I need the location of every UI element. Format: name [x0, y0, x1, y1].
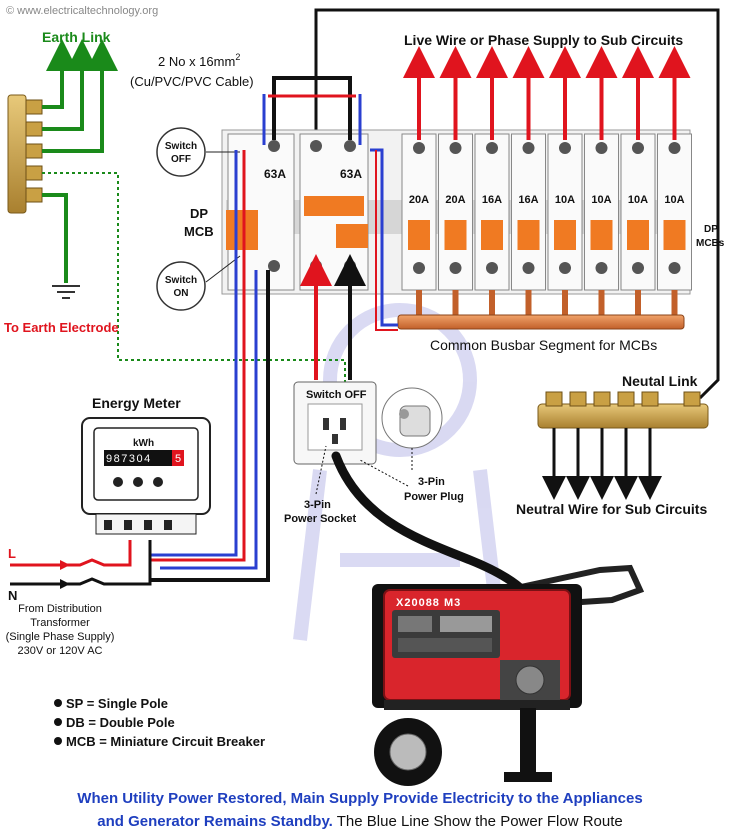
line-label-l: L	[8, 546, 16, 561]
earth-link-label: Earth Link	[42, 29, 111, 45]
dp-mcbs-label-line2: MCBs	[696, 238, 725, 249]
watermark-text: © www.electricaltechnology.org	[6, 5, 158, 17]
sub-mcb: 20A	[438, 133, 473, 291]
supply-lines	[10, 540, 152, 589]
switch-on-callout: Switch ON	[156, 255, 241, 311]
plug-label-line2: Power Plug	[404, 491, 464, 503]
earth-dotted-wire	[42, 172, 346, 395]
legend-item: MCB = Miniature Circuit Breaker	[54, 734, 265, 749]
sub-mcb-rating: 16A	[518, 194, 538, 206]
live-wire-title: Live Wire or Phase Supply to Sub Circuit…	[404, 32, 683, 48]
switch-on-text-2: ON	[174, 288, 189, 299]
neutral-wire-label: Neutral Wire for Sub Circuits	[516, 501, 707, 517]
dp-mcb-label-line1: DP	[190, 206, 208, 221]
sub-mcb-rating: 10A	[555, 194, 575, 206]
sub-mcb-rating: 20A	[445, 194, 465, 206]
portable-generator	[372, 564, 645, 786]
busbar-pin	[635, 290, 641, 316]
distribution-source-text: From Distribution Transformer (Single Ph…	[6, 603, 115, 657]
legend-text: SP = Single Pole	[66, 696, 168, 711]
generator-model-text: X20088 M3	[396, 597, 461, 609]
sub-mcb-rating: 20A	[409, 194, 429, 206]
switch-on-text-1: Switch	[165, 275, 197, 286]
legend-item: DB = Double Pole	[54, 715, 175, 730]
legend-text: DB = Double Pole	[66, 715, 175, 730]
plug-label-line1: 3-Pin	[418, 476, 445, 488]
caption-line-2: and Generator Remains Standby. The Blue …	[97, 813, 623, 830]
earth-link-wires	[42, 39, 118, 283]
sub-mcb: 10A	[584, 133, 619, 291]
busbar-pin	[452, 290, 459, 316]
sub-mcb: 10A	[657, 133, 692, 291]
neutral-sub-wires	[542, 428, 662, 500]
busbar-pin	[598, 290, 605, 316]
sub-mcb: 16A	[511, 133, 546, 291]
line-label-n: N	[8, 588, 17, 603]
earth-ground-symbol	[52, 285, 80, 299]
main-mcb-rating-2: 63A	[340, 167, 362, 181]
common-busbar	[397, 314, 685, 330]
dist-line-2: Transformer	[30, 617, 90, 629]
neutral-link-label: Neutal Link	[622, 373, 698, 389]
meter-to-mcb-wires	[150, 150, 270, 582]
dp-mcb-label-line2: MCB	[184, 224, 214, 239]
power-plug	[381, 387, 443, 449]
switch-off-text-2: OFF	[171, 154, 191, 165]
sub-mcb: 16A	[474, 133, 510, 291]
busbar-pin	[416, 290, 422, 316]
socket-label-line2: Power Socket	[284, 513, 356, 525]
switch-off-text-1: Switch	[165, 141, 197, 152]
sub-mcb: 10A	[620, 133, 656, 291]
dp-mcbs-label-line1: DP	[704, 224, 718, 235]
meter-reading-digits: 987304	[106, 453, 152, 465]
busbar-label: Common Busbar Segment for MCBs	[430, 337, 657, 353]
earth-electrode-label: To Earth Electrode	[4, 320, 119, 335]
caption-line-1: When Utility Power Restored, Main Supply…	[77, 790, 642, 807]
main-mcb-rating-1: 63A	[264, 167, 286, 181]
switch-off-socket-label: Switch OFF	[306, 389, 367, 401]
earth-link-terminal	[7, 94, 43, 214]
meter-kwh-unit: kWh	[133, 438, 154, 449]
busbar-pin	[489, 290, 495, 316]
dist-line-4: 230V or 120V AC	[17, 645, 102, 657]
sub-circuit-mcbs: 20A 20A 16A 16A 10A 10A 10A 10A	[401, 46, 692, 316]
cable-size-label: 2 No x 16mm2	[158, 52, 240, 69]
switch-off-callout: Switch OFF	[156, 127, 240, 177]
sub-mcb-rating: 10A	[664, 194, 684, 206]
sub-mcb-rating: 16A	[482, 194, 502, 206]
dist-line-3: (Single Phase Supply)	[6, 631, 115, 643]
sub-mcb: 20A	[401, 133, 437, 291]
cable-type-label: (Cu/PVC/PVC Cable)	[130, 74, 254, 89]
legend-text: MCB = Miniature Circuit Breaker	[66, 734, 265, 749]
meter-reading-last-digit: 5	[175, 453, 181, 465]
live-route-to-busbar	[375, 150, 398, 331]
energy-meter	[81, 417, 211, 535]
busbar-pin	[671, 290, 678, 316]
energy-meter-title: Energy Meter	[92, 395, 181, 411]
sub-mcb-rating: 10A	[628, 194, 648, 206]
busbar-pin	[562, 290, 568, 316]
sub-mcb: 10A	[547, 133, 583, 291]
power-socket	[293, 381, 377, 465]
main-feed-wires	[262, 76, 362, 145]
socket-label-line1: 3-Pin	[304, 499, 331, 511]
legend-item: SP = Single Pole	[54, 696, 168, 711]
sub-mcb-rating: 10A	[591, 194, 611, 206]
neutral-link-bar	[537, 391, 709, 429]
busbar-pin	[525, 290, 532, 316]
neutral-loop-wire	[314, 8, 720, 400]
dist-line-1: From Distribution	[18, 603, 102, 615]
